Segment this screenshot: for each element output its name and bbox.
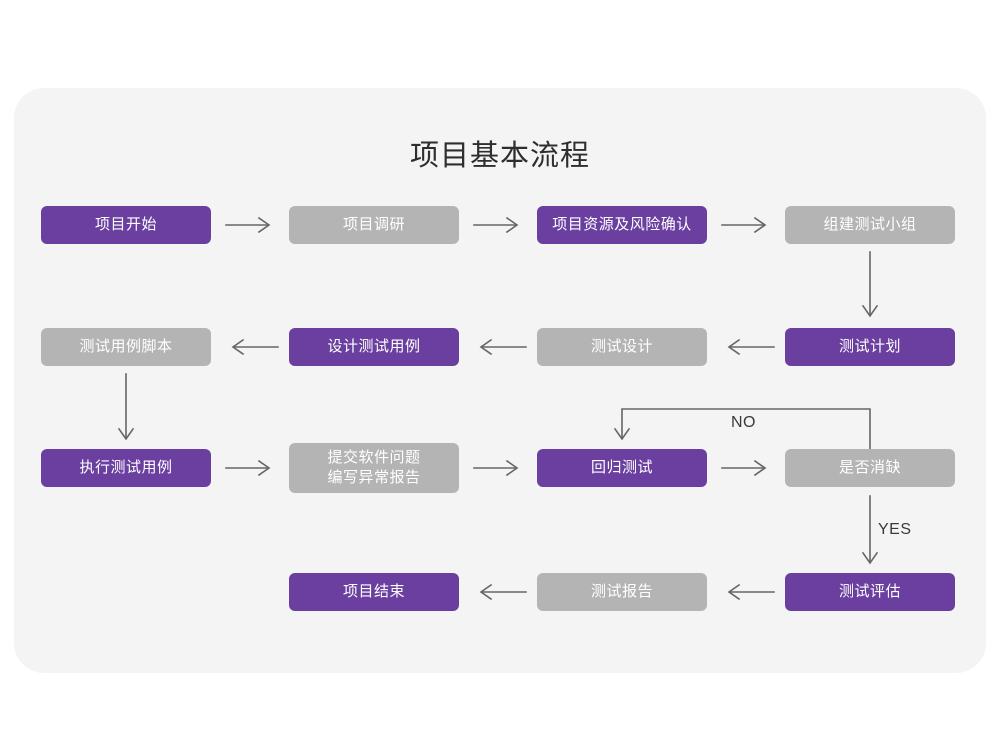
- node-test-report[interactable]: 测试报告: [537, 573, 707, 611]
- node-project-start[interactable]: 项目开始: [41, 206, 211, 244]
- node-project-research[interactable]: 项目调研: [289, 206, 459, 244]
- node-test-evaluation[interactable]: 测试评估: [785, 573, 955, 611]
- node-resource-risk-confirm[interactable]: 项目资源及风险确认: [537, 206, 707, 244]
- node-test-plan[interactable]: 测试计划: [785, 328, 955, 366]
- node-defect-resolved-decision[interactable]: 是否消缺: [785, 449, 955, 487]
- node-execute-test-case[interactable]: 执行测试用例: [41, 449, 211, 487]
- node-design-test-case[interactable]: 设计测试用例: [289, 328, 459, 366]
- edge-label-yes: YES: [878, 521, 912, 538]
- node-test-case-script[interactable]: 测试用例脚本: [41, 328, 211, 366]
- node-submit-defect-report[interactable]: 提交软件问题 编写异常报告: [289, 443, 459, 493]
- node-test-design[interactable]: 测试设计: [537, 328, 707, 366]
- edge-label-no: NO: [731, 414, 756, 431]
- node-project-end[interactable]: 项目结束: [289, 573, 459, 611]
- node-build-test-team[interactable]: 组建测试小组: [785, 206, 955, 244]
- page-title: 项目基本流程: [409, 140, 590, 172]
- node-regression-test[interactable]: 回归测试: [537, 449, 707, 487]
